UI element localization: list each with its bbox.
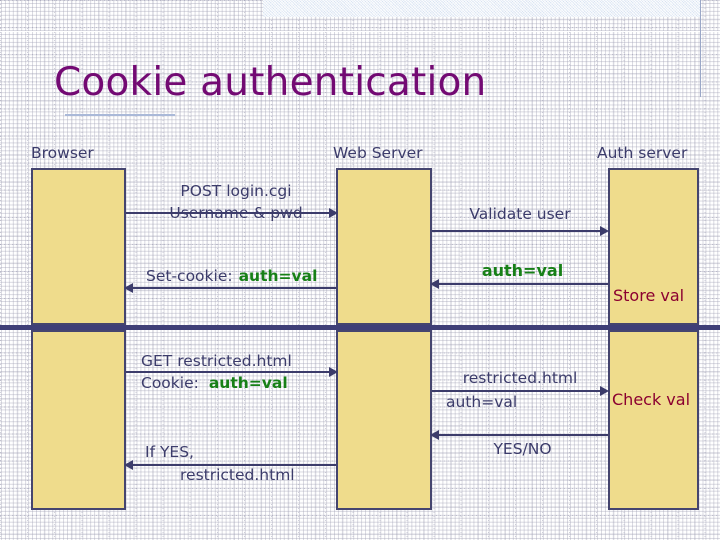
lane-label-auth-server: Auth server — [597, 144, 688, 162]
page-title: Cookie authentication — [54, 60, 487, 105]
section-divider — [0, 325, 720, 330]
message-arrow-post-login — [126, 212, 331, 214]
message-arrow-validate-user — [432, 230, 603, 232]
message-label-post-login-line1: POST login.cgi — [180, 182, 292, 200]
message-label-get-restricted-line2: Cookie: auth=val — [141, 374, 288, 393]
arrowhead-left-icon — [124, 283, 133, 293]
message-arrow-get-restricted — [126, 371, 331, 373]
lane-label-web-server: Web Server — [333, 144, 423, 162]
message-label-validate-user: Validate user — [469, 205, 571, 223]
message-label-if-yes-line1: If YES, — [145, 443, 194, 461]
header-hatch-band — [263, 0, 700, 17]
title-underline — [65, 114, 175, 116]
lifeline-web-server-lower — [336, 330, 432, 510]
lifeline-web-server-upper — [336, 168, 432, 325]
arrowhead-right-icon — [600, 386, 609, 396]
message-label-cookie-text: Cookie: — [141, 374, 199, 392]
message-label-post-login-line2: Username & pwd — [169, 204, 303, 222]
message-label-forward-restricted-line2: auth=val — [446, 393, 518, 411]
arrowhead-left-icon — [124, 460, 133, 470]
note-check-val: Check val — [612, 390, 691, 409]
message-label-set-cookie-text: Set-cookie: — [146, 267, 233, 285]
lane-label-browser: Browser — [31, 144, 94, 162]
message-label-auth-val-return: auth=val — [481, 261, 564, 280]
arrowhead-left-icon — [430, 279, 439, 289]
message-label-set-cookie: Set-cookie: auth=val — [146, 267, 317, 286]
arrowhead-left-icon — [430, 430, 439, 440]
message-label-get-restricted-line1: GET restricted.html — [141, 352, 292, 370]
arrowhead-right-icon — [600, 226, 609, 236]
right-margin-line — [700, 0, 701, 97]
message-arrow-set-cookie — [131, 287, 336, 289]
lifeline-auth-server-lower — [608, 330, 699, 510]
message-arrow-forward-restricted — [432, 390, 603, 392]
message-arrow-auth-val-return — [437, 283, 608, 285]
message-highlight-auth-val: auth=val — [208, 374, 288, 392]
note-store-val: Store val — [613, 286, 685, 305]
lifeline-browser-lower — [31, 330, 126, 510]
header-rule — [0, 31, 720, 32]
message-label-if-yes-line2: restricted.html — [180, 466, 295, 484]
message-label-forward-restricted-line1: restricted.html — [462, 369, 578, 387]
lifeline-browser-upper — [31, 168, 126, 325]
message-highlight-auth-val: auth=val — [238, 267, 318, 285]
message-arrow-yes-no — [437, 434, 608, 436]
lifeline-auth-server-upper — [608, 168, 699, 325]
message-label-yes-no: YES/NO — [493, 440, 552, 458]
message-arrow-if-yes-response — [131, 464, 336, 466]
arrowhead-right-icon — [329, 367, 338, 377]
arrowhead-right-icon — [329, 208, 338, 218]
